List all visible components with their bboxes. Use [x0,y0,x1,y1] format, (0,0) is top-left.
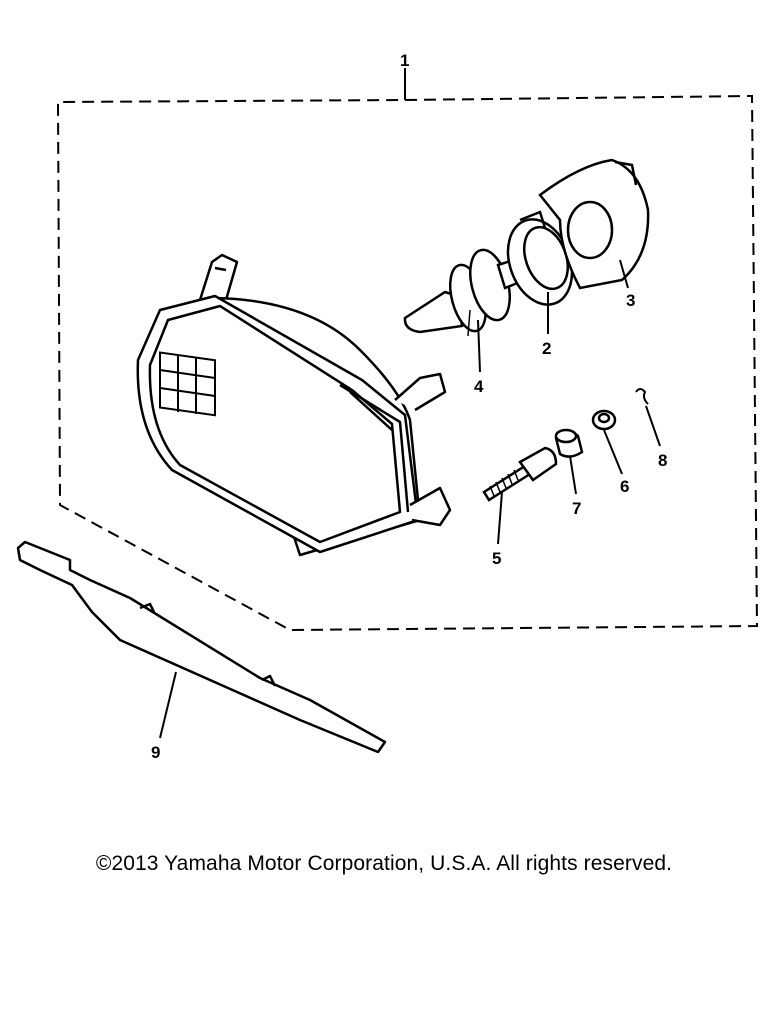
callout-1: 1 [400,51,409,70]
clip [635,388,649,405]
dust-cover [538,158,650,290]
callout-8: 8 [658,451,667,470]
bulb-holder [506,210,574,306]
nut [591,409,617,431]
bulb [403,248,527,337]
callout-3: 3 [626,291,635,310]
copyright-notice: ©2013 Yamaha Motor Corporation, U.S.A. A… [95,852,673,875]
headlight-unit [136,253,452,557]
callout-7: 7 [572,499,581,518]
callout-6: 6 [620,477,629,496]
leader-lines [159,259,661,739]
callout-5: 5 [492,549,501,568]
adjusting-bolt [482,446,558,502]
spacer [554,428,584,458]
callout-4: 4 [474,377,484,396]
callout-2: 2 [542,339,551,358]
lens-grid [159,351,216,417]
mounting-plate [16,540,387,754]
callout-9: 9 [151,743,160,762]
assembly-boundary [56,94,759,632]
